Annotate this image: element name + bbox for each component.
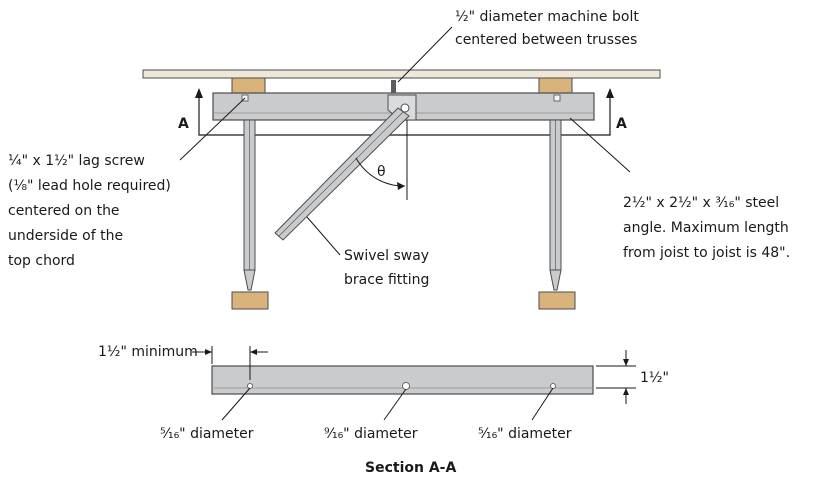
bottom-chord-left <box>231 291 269 310</box>
height-arrow-bottom <box>623 388 629 395</box>
machine-bolt <box>391 80 396 93</box>
truss-web-right-taper <box>549 269 562 291</box>
theta-label: θ <box>377 164 386 180</box>
section-label-left: A <box>178 116 189 132</box>
hole-right-label: ⁵⁄₁₆" diameter <box>478 426 572 442</box>
angle-label-line1: 2½" x 2½" x ³⁄₁₆" steel <box>623 195 779 211</box>
hole-left <box>247 383 253 389</box>
lag-label-line1: ¼" x 1½" lag screw <box>8 153 145 169</box>
section-cut-line <box>198 98 611 136</box>
top-chord-left <box>231 77 266 94</box>
angle-leader <box>569 117 631 173</box>
truss-web-left-taper <box>243 269 256 291</box>
minimum-arrow-right <box>250 349 257 355</box>
top-chord-right <box>538 77 573 94</box>
lag-leader <box>179 97 246 161</box>
lag-screw-right <box>553 94 561 102</box>
height-arrow-top <box>623 359 629 366</box>
swivel-label-line2: brace fitting <box>344 272 429 288</box>
angle-label-line2: angle. Maximum length <box>623 220 789 236</box>
sway-brace-center <box>278 111 404 237</box>
section-angle <box>211 365 594 395</box>
swivel-pin <box>400 103 410 113</box>
roof-deck <box>142 69 661 79</box>
minimum-arrow-left <box>205 349 212 355</box>
angle-label-line3: from joist to joist is 48". <box>623 245 790 261</box>
hole-mid-leader <box>383 388 407 421</box>
lag-label-line3: centered on the <box>8 203 120 219</box>
hole-middle <box>402 382 410 390</box>
hole-left-label: ⁵⁄₁₆" diameter <box>160 426 254 442</box>
swivel-leader <box>306 216 341 256</box>
lag-label-line4: underside of the <box>8 228 123 244</box>
bolt-leader <box>397 26 453 83</box>
section-title: Section A-A <box>365 460 456 476</box>
height-label: 1½" <box>640 370 669 386</box>
lag-label-line2: (⅛" lead hole required) <box>8 178 171 194</box>
section-arrow-right <box>606 88 614 98</box>
hole-right <box>550 383 556 389</box>
bolt-label-line2: centered between trusses <box>455 32 637 48</box>
section-arrow-left <box>195 88 203 98</box>
theta-arrowhead <box>397 182 405 190</box>
lag-label-line5: top chord <box>8 253 75 269</box>
hole-right-leader <box>531 387 554 421</box>
sway-brace <box>274 107 410 241</box>
hole-mid-label: ⁹⁄₁₆" diameter <box>324 426 418 442</box>
section-label-right: A <box>616 116 627 132</box>
hole-left-leader <box>221 387 251 421</box>
bottom-chord-right <box>538 291 576 310</box>
swivel-label-line1: Swivel sway <box>344 248 429 264</box>
minimum-label: 1½" minimum <box>98 344 198 360</box>
bolt-label-line1: ½" diameter machine bolt <box>455 9 639 25</box>
